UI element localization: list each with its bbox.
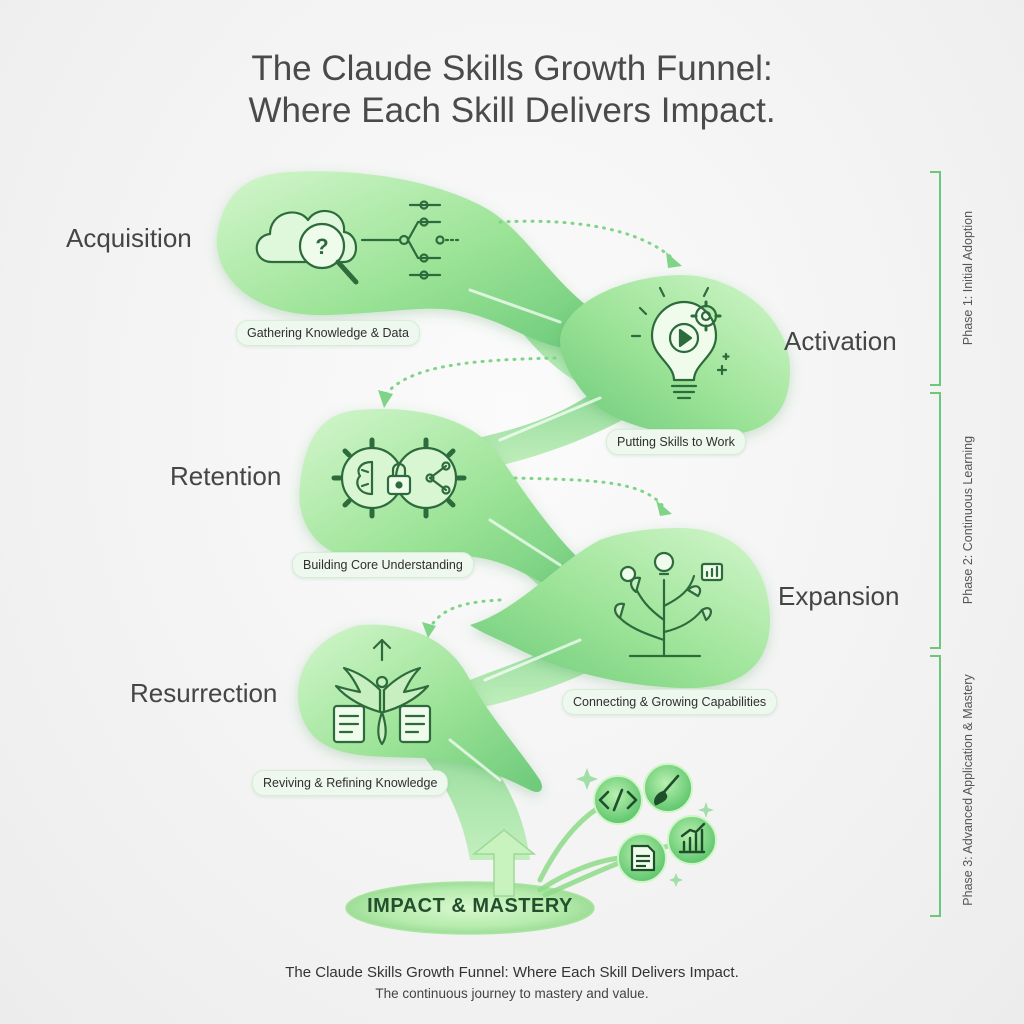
dotted-arrow-head-2 xyxy=(378,390,393,408)
footer-caption: The Claude Skills Growth Funnel: Where E… xyxy=(285,964,739,981)
page-title-line-2: Where Each Skill Delivers Impact. xyxy=(248,91,776,130)
stage-label-activation: Activation xyxy=(784,326,897,356)
stage-label-expansion: Expansion xyxy=(778,581,900,611)
stage-label-resurrection: Resurrection xyxy=(130,678,278,708)
brain-lock-gears-icon xyxy=(331,437,467,519)
svg-text:?: ? xyxy=(315,234,328,259)
code-icon xyxy=(593,775,643,825)
caption-resurrection: Reviving & Refining Knowledge xyxy=(252,770,449,796)
caption-expansion: Connecting & Growing Capabilities xyxy=(562,689,778,715)
impact-mastery-label: IMPACT & MASTERY xyxy=(367,895,573,917)
lightbulb-gear-icon xyxy=(630,286,730,400)
impact-up-arrow xyxy=(471,829,537,897)
impact-base xyxy=(345,881,595,935)
dotted-arrow-head-4 xyxy=(422,622,436,638)
flow-arrow-5 xyxy=(448,738,502,782)
flow-arrow-3 xyxy=(488,518,562,567)
flow-arrow-1 xyxy=(468,288,562,324)
dotted-arrow-2 xyxy=(383,356,557,397)
bar-chart-icon xyxy=(667,815,717,865)
cloud-magnifier-icon: ? xyxy=(255,200,462,285)
dotted-arrow-head-3 xyxy=(656,500,672,516)
sparkles xyxy=(576,768,714,887)
stage-label-retention: Retention xyxy=(170,461,282,491)
flow-line-doc xyxy=(537,855,623,893)
caption-activation: Putting Skills to Work xyxy=(606,429,746,455)
flow-line-code xyxy=(537,805,601,883)
phoenix-scrolls-icon xyxy=(332,638,432,746)
footer-subcaption: The continuous journey to mastery and va… xyxy=(375,986,649,1001)
page-title: The Claude Skills Growth Funnel: Where E… xyxy=(0,48,1024,132)
document-icon xyxy=(617,833,667,883)
dotted-arrow-head-1 xyxy=(666,252,682,268)
dotted-arrow-1 xyxy=(498,219,674,260)
phase-2-line xyxy=(930,392,941,649)
dotted-arrow-3 xyxy=(513,476,664,507)
phase-1-line xyxy=(930,171,941,386)
caption-acquisition: Gathering Knowledge & Data xyxy=(236,320,420,346)
flow-arrow-2 xyxy=(498,396,602,442)
paintbrush-icon xyxy=(643,763,693,813)
growth-tree-icon xyxy=(614,551,724,658)
dotted-arrow-4 xyxy=(428,598,502,630)
caption-retention: Building Core Understanding xyxy=(292,552,474,578)
stage-label-acquisition: Acquisition xyxy=(66,223,192,253)
flow-arrow-4 xyxy=(483,638,582,682)
page-title-line-1: The Claude Skills Growth Funnel: xyxy=(251,49,773,88)
phase-3-line xyxy=(930,655,941,917)
